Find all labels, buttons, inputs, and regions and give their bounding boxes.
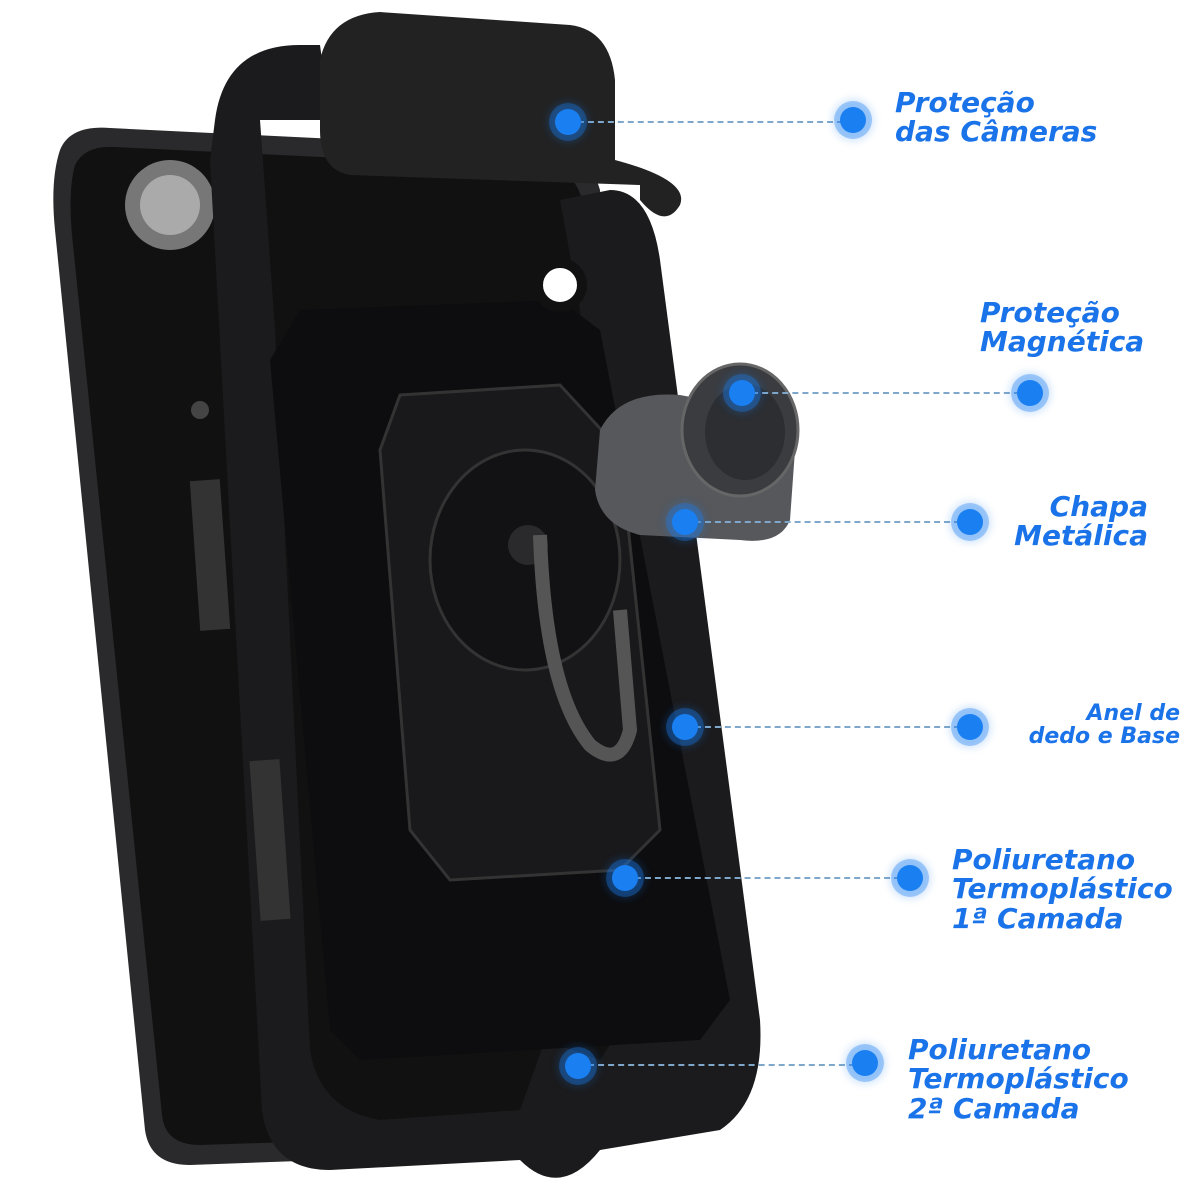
marker-dot-icon bbox=[1017, 380, 1043, 406]
callout-line bbox=[625, 877, 910, 879]
callout-text: Magnética bbox=[980, 325, 1145, 359]
marker-dot-icon bbox=[957, 509, 983, 535]
callout-line bbox=[685, 521, 970, 523]
callout-line bbox=[578, 1064, 865, 1066]
callout-text: Termoplástico bbox=[908, 1062, 1129, 1096]
marker-dot-icon bbox=[852, 1050, 878, 1076]
callout-tpu-layer-1: Poliuretano Termoplástico 1ª Camada bbox=[952, 843, 1173, 935]
marker-dot-icon bbox=[840, 107, 866, 133]
callout-text: 2ª Camada bbox=[908, 1091, 1080, 1125]
callout-text: Anel de bbox=[1086, 701, 1180, 726]
marker-dot-icon bbox=[672, 509, 698, 535]
callout-text: Poliuretano bbox=[908, 1033, 1092, 1066]
marker-dot-icon bbox=[612, 865, 638, 891]
callout-text: das Câmeras bbox=[895, 115, 1098, 149]
callout-camera-protection: Proteção das Câmeras bbox=[895, 88, 1097, 147]
callout-text: Proteção bbox=[895, 86, 1035, 119]
callout-line bbox=[685, 726, 970, 728]
marker-dot-icon bbox=[897, 865, 923, 891]
callout-text: Poliuretano bbox=[952, 843, 1136, 876]
callout-text: Metálica bbox=[1014, 519, 1148, 553]
marker-dot-icon bbox=[957, 714, 983, 740]
marker-dot-icon bbox=[555, 109, 581, 135]
callout-text: dedo e Base bbox=[1028, 724, 1180, 750]
callout-magnetic-protection: Proteção Magnética bbox=[980, 298, 1144, 357]
callout-ring-base: Anel de dedo e Base bbox=[1029, 702, 1180, 748]
callout-text: Proteção bbox=[980, 296, 1120, 329]
callout-text: Termoplástico bbox=[952, 872, 1173, 906]
callout-line bbox=[568, 121, 853, 123]
callout-metal-plate: Chapa Metálica bbox=[1014, 492, 1148, 551]
marker-dot-icon bbox=[565, 1053, 591, 1079]
marker-dot-icon bbox=[672, 714, 698, 740]
callout-tpu-layer-2: Poliuretano Termoplástico 2ª Camada bbox=[908, 1033, 1129, 1125]
callout-text: Chapa bbox=[1049, 490, 1148, 523]
callout-text: 1ª Camada bbox=[952, 901, 1124, 935]
marker-dot-icon bbox=[729, 380, 755, 406]
callout-line bbox=[742, 392, 1030, 394]
